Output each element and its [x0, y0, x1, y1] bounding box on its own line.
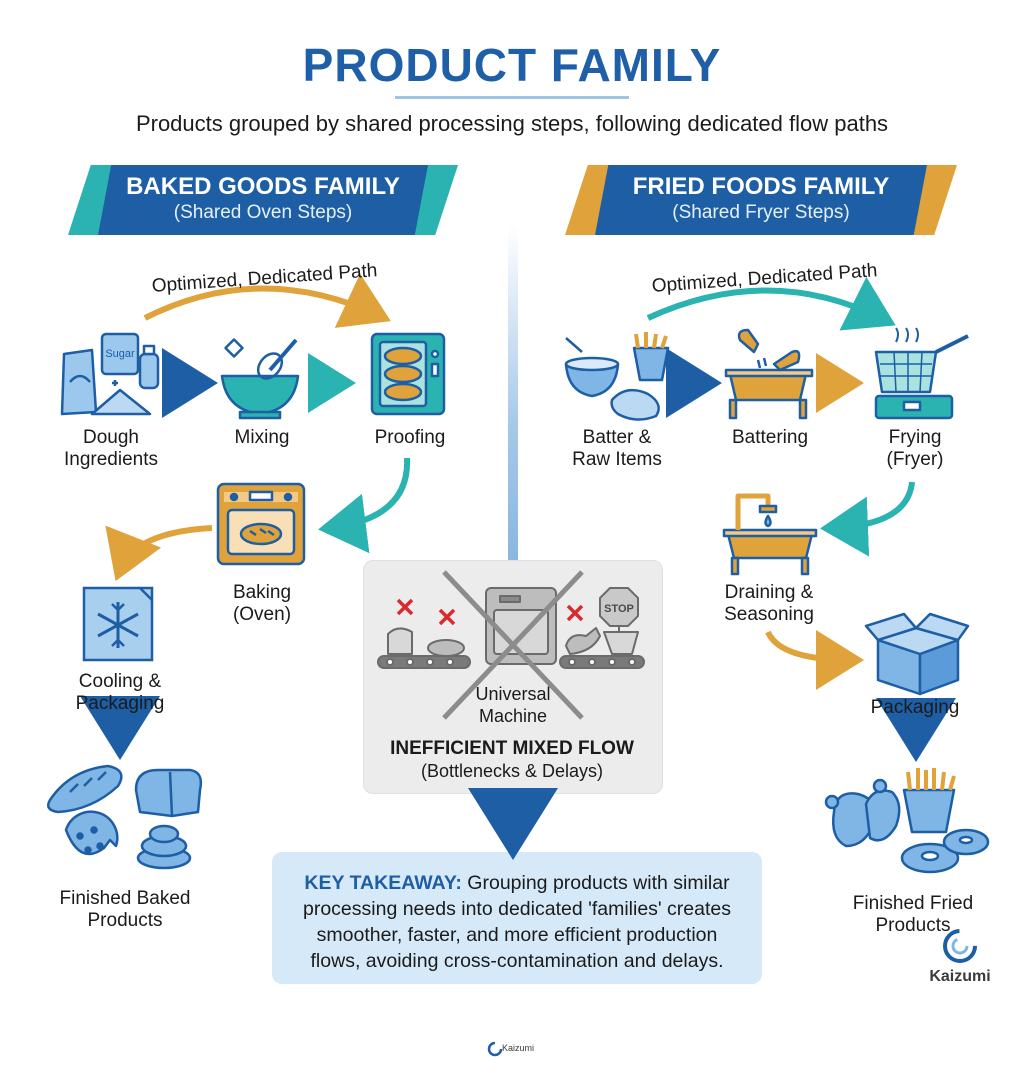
baked-banner-subtitle: (Shared Oven Steps) — [173, 202, 353, 223]
arrow-proofing-to-baking — [318, 457, 411, 554]
fried-banner-subtitle: (Shared Fryer Steps) — [672, 202, 850, 223]
label-finished-baked: Finished Baked Products — [59, 888, 191, 931]
label-baking: Baking (Oven) — [232, 582, 292, 625]
baked-banner-title: BAKED GOODS FAMILY — [126, 173, 400, 200]
baked-dedicated-path-arrow — [143, 273, 391, 328]
draining-seasoning-icon — [722, 493, 818, 576]
batter-raw-items-icon — [564, 332, 670, 421]
fried-dedicated-path-arrow — [646, 277, 896, 331]
fryer-icon — [874, 327, 969, 420]
mixed-flow-subtitle: (Bottlenecks & Delays) — [420, 761, 604, 781]
oven-icon — [216, 482, 306, 566]
dough-ingredients-icon: Sugar — [60, 332, 160, 416]
brand-name-large: Kaizumi — [929, 968, 991, 985]
big-x-icon — [442, 570, 584, 720]
packaging-box-icon — [864, 612, 970, 696]
label-draining-seasoning: Draining & Seasoning — [724, 582, 814, 625]
label-universal-machine: Universal Machine — [475, 684, 551, 726]
label-packaging: Packaging — [870, 697, 960, 718]
center-divider — [508, 225, 518, 560]
takeaway-text: Grouping products with similar processin… — [302, 872, 732, 972]
fried-family-banner: FRIED FOODS FAMILY (Shared Fryer Steps) — [565, 165, 957, 235]
finished-baked-products-icon — [47, 764, 203, 870]
label-finished-fried: Finished Fried Products — [852, 893, 974, 936]
freezer-snowflake-icon — [82, 586, 154, 662]
arrow-draining-to-packaging — [765, 629, 864, 690]
sugar-bag-text: Sugar — [105, 348, 135, 360]
kaizumi-logo-icon — [487, 929, 977, 1057]
finished-fried-products-icon — [824, 768, 990, 874]
baked-family-banner: BAKED GOODS FAMILY (Shared Oven Steps) — [68, 165, 458, 235]
key-takeaway-box: KEY TAKEAWAY: Grouping products with sim… — [272, 852, 762, 984]
page-subtitle: Products grouped by shared processing st… — [135, 111, 889, 136]
fried-banner-title: FRIED FOODS FAMILY — [632, 173, 890, 200]
label-cooling-packaging: Cooling & Packaging — [75, 671, 165, 714]
label-batter-raw-items: Batter & Raw Items — [572, 427, 662, 470]
mixed-flow-title: INEFFICIENT MIXED FLOW — [390, 738, 634, 759]
mixing-bowl-icon — [220, 338, 300, 420]
label-frying: Frying (Fryer) — [886, 427, 944, 470]
stop-sign-text: STOP — [604, 603, 634, 615]
red-x-icons — [396, 598, 584, 626]
mixed-flow-illustration: STOP — [377, 587, 645, 669]
title-underline — [395, 96, 629, 99]
label-proofing: Proofing — [374, 427, 446, 448]
red-x-icon-3 — [566, 604, 584, 622]
red-x-icon-1 — [396, 598, 414, 616]
brand-name-small: Kaizumi — [502, 1043, 535, 1053]
label-dough-ingredients: Dough Ingredients — [63, 427, 158, 470]
arrow-baking-to-cooling — [105, 525, 213, 582]
battering-station-icon — [724, 328, 814, 420]
label-battering: Battering — [731, 427, 809, 448]
arrow-frying-to-draining — [820, 481, 915, 557]
proofing-cabinet-icon — [370, 332, 446, 416]
page-title: PRODUCT FAMILY — [302, 39, 722, 91]
takeaway-label: KEY TAKEAWAY: — [304, 872, 462, 894]
label-mixing: Mixing — [234, 427, 290, 448]
red-x-icon-2 — [438, 608, 456, 626]
